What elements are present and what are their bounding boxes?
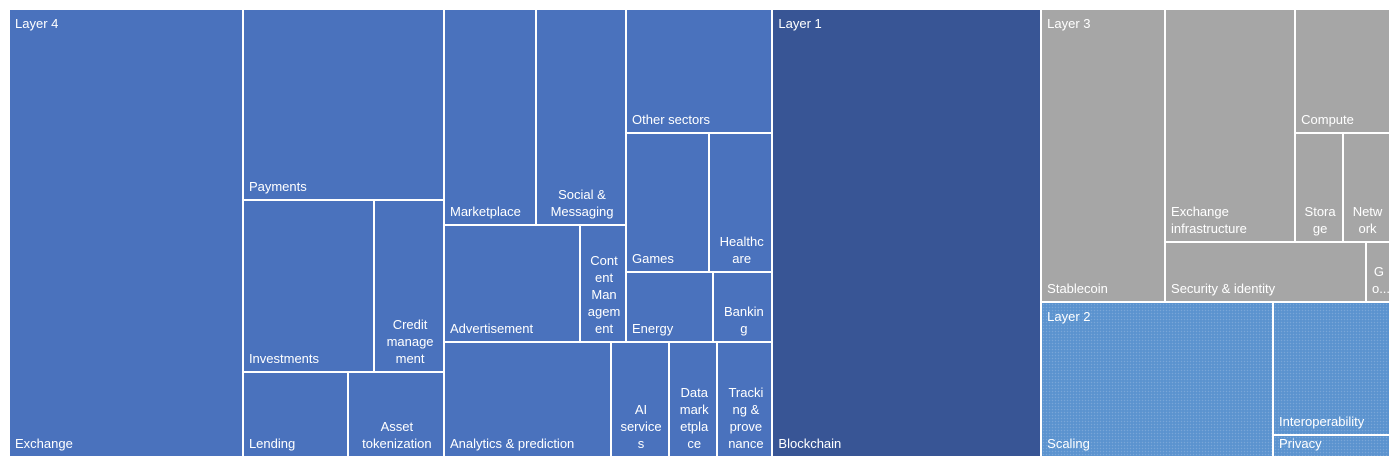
treemap-tile-ai-service-s: AI service s [611,342,669,457]
tile-label: AI service s [620,401,662,451]
treemap-tile-marketplace: Marketplace [444,9,536,225]
treemap-tile-healthc-are: Healthc are [709,132,773,272]
tile-label: Netw ork [1352,204,1383,237]
treemap-tile-scaling: Scaling [1041,302,1274,457]
treemap-tile-data-mark-etpla-ce: Data mark etpla ce [668,342,718,457]
tile-label: Bankin g [723,304,764,337]
group-label-layer-4: Layer 4 [15,16,59,31]
tile-label: Healthc are [719,233,764,266]
tile-label: Compute [1301,111,1354,127]
treemap-tile-exchange-infrastructure: Exchange infrastructure [1165,9,1296,243]
tile-label: Blockchain [778,436,842,451]
treemap-tile-advertisement: Advertisement [444,224,581,343]
treemap-tile-blockchain: Blockchain [772,9,1042,457]
treemap-tile-cont-ent-man-agem-ent: Cont ent Man agem ent [580,224,627,343]
tile-label: Stablecoin [1047,281,1108,297]
treemap-tile-credit-manage-ment: Credit manage ment [374,200,444,372]
treemap-tile-stablecoin: Stablecoin [1041,9,1166,303]
treemap-tile-stora-ge: Stora ge [1295,132,1344,243]
treemap-tile-payments: Payments [242,9,444,201]
treemap-tile-lending: Lending [242,371,348,457]
treemap-tile-bankin-g: Bankin g [713,271,773,343]
tile-label: Stora ge [1304,204,1336,237]
tile-label: Games [632,250,674,266]
tile-label: Asset tokenization [362,418,432,451]
tile-label: Social & Messaging [550,186,614,219]
treemap-tile-asset-tokenization: Asset tokenization [347,371,444,457]
treemap-tile-interoperability: Interoperability [1273,302,1390,435]
tile-label: Lending [248,435,296,451]
tile-label: Scaling [1047,435,1090,451]
tile-label: Data mark etpla ce [679,384,709,451]
tile-label: Advertisement [450,321,534,337]
tile-label: Security & identity [1171,281,1276,297]
treemap-tile-energy: Energy [626,271,714,343]
treemap-tile-netw-ork: Netw ork [1343,132,1390,243]
treemap-tile-g-o: G o... [1365,242,1390,303]
tile-label: G o... [1371,264,1390,297]
treemap-tile-compute: Compute [1295,9,1390,133]
tile-label: Tracki ng & prove nance [728,384,764,451]
tile-label: Exchange [15,436,73,451]
group-label-layer-2: Layer 2 [1047,309,1091,325]
tile-label: Investments [248,350,320,366]
tile-label: Privacy [1279,435,1322,451]
treemap-tile-investments: Investments [242,200,375,372]
treemap-tile-other-sectors: Other sectors [626,9,773,133]
tile-label: Credit manage ment [386,316,434,366]
treemap-tile-privacy: Privacy [1273,435,1390,457]
treemap-tile-tracki-ng-prove-nance: Tracki ng & prove nance [717,342,773,457]
tile-label: Energy [632,321,674,337]
group-label-layer-1: Layer 1 [778,16,822,31]
treemap-tile-exchange: Exchange [9,9,243,457]
tile-label: Other sectors [632,111,711,127]
treemap-tile-security-identity: Security & identity [1165,242,1366,303]
treemap-tile-games: Games [626,132,709,272]
tile-label: Marketplace [450,203,521,219]
tile-label: Analytics & prediction [450,435,575,451]
treemap-tile-social-messaging: Social & Messaging [535,9,627,225]
group-label-layer-3: Layer 3 [1047,16,1091,31]
tile-label: Exchange infrastructure [1171,204,1247,237]
tile-label: Interoperability [1279,413,1365,429]
tile-label: Payments [248,179,307,195]
treemap-tile-analytics-prediction: Analytics & prediction [444,342,612,457]
tile-label: Cont ent Man agem ent [587,253,621,337]
